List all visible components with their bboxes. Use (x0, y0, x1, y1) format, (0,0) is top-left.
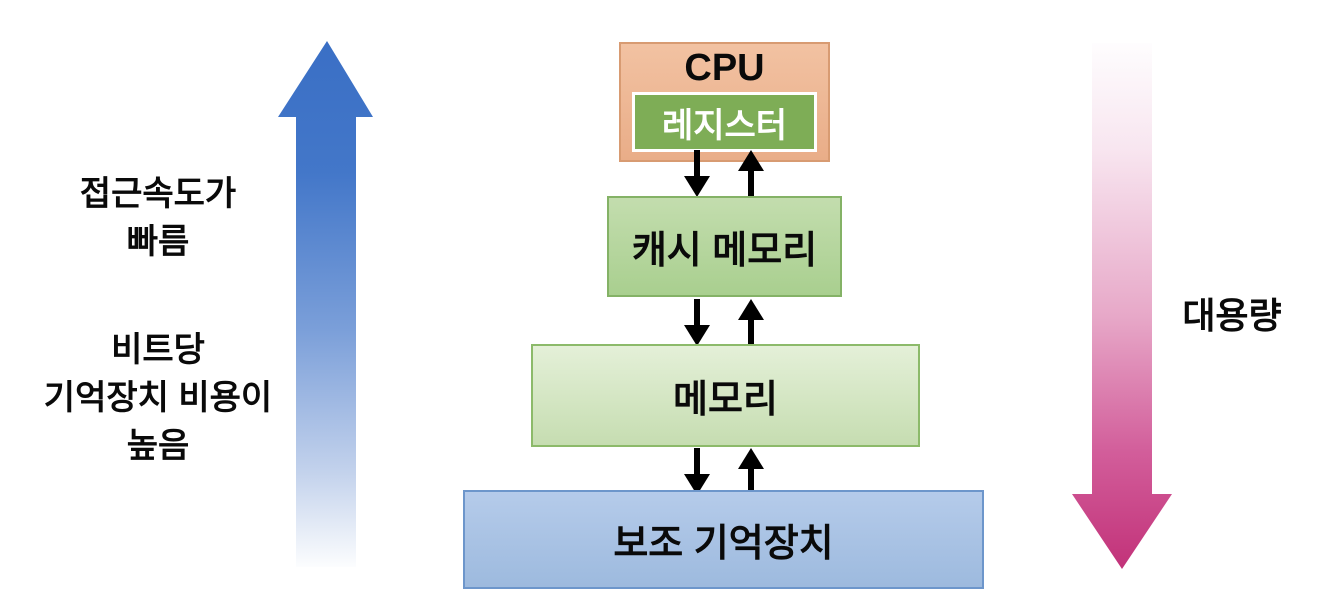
memory-cache-up-arrow-icon (738, 299, 764, 346)
cache-cpu-up-arrow-icon (738, 150, 764, 197)
cost-line3: 높음 (126, 427, 190, 465)
storage-memory-up-arrow-icon (738, 448, 764, 495)
memory-storage-down-arrow-icon (684, 448, 710, 495)
memory-label: 메모리 (673, 379, 778, 421)
cpu-cache-down-arrow-icon (684, 150, 710, 197)
register-label: 레지스터 (661, 106, 788, 145)
access-speed-label: 접근속도가 빠름 (28, 170, 288, 266)
cache-memory-down-arrow-icon (684, 299, 710, 346)
capacity-down-arrow-icon (1072, 43, 1172, 569)
cpu-label: CPU (684, 47, 765, 89)
access-speed-line2: 빠름 (126, 223, 190, 261)
cost-line1: 비트당 (111, 331, 205, 369)
capacity-label: 대용량 (1182, 295, 1282, 336)
cost-per-bit-label: 비트당 기억장치 비용이 높음 (13, 326, 303, 470)
access-speed-line1: 접근속도가 (79, 175, 237, 213)
secondary-storage-label: 보조 기억장치 (613, 523, 834, 565)
speed-up-arrow-icon (278, 41, 373, 567)
cache-memory-label: 캐시 메모리 (631, 230, 818, 272)
cpu-box: CPU 레지스터 (619, 42, 830, 162)
cost-line2: 기억장치 비용이 (43, 379, 273, 417)
cache-memory-box: 캐시 메모리 (607, 196, 842, 297)
memory-box: 메모리 (531, 344, 920, 447)
register-box: 레지스터 (632, 92, 817, 152)
secondary-storage-box: 보조 기억장치 (463, 490, 984, 589)
